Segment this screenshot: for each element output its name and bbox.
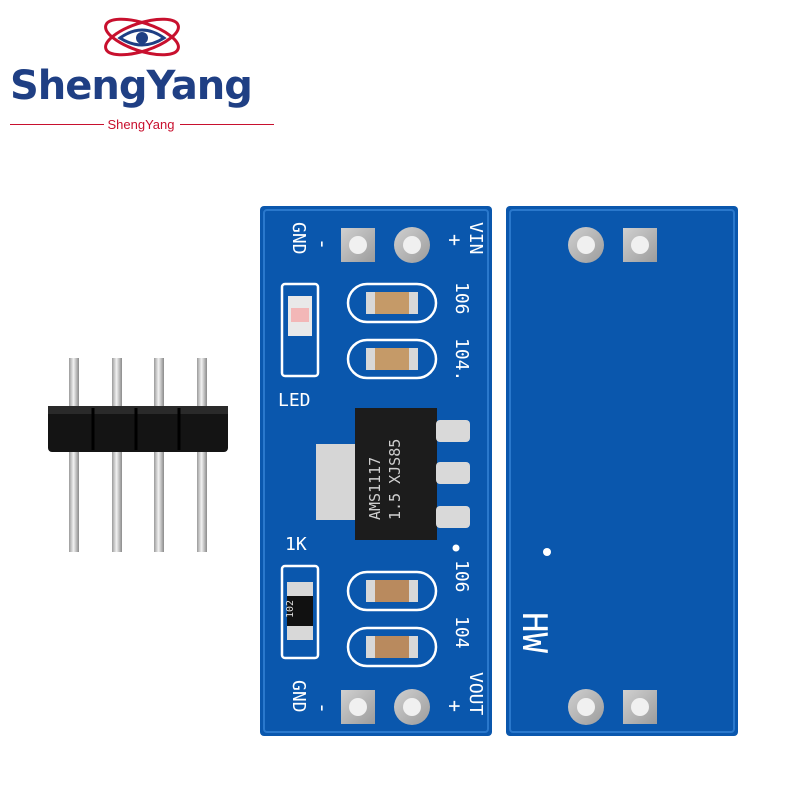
brand-subname: ShengYang [107,117,175,132]
label-plus-bottom: + [443,700,467,712]
regulator-marking-line2: 1.5 XJS85 [386,439,404,520]
brand-divider-left [10,124,104,125]
header-pin [112,358,122,552]
label-vout: VOUT [465,672,486,716]
label-gnd-top: GND [288,222,309,255]
brand-name: ShengYang [10,63,253,109]
capacitor-106-bottom [372,580,412,602]
resistor-code: 102 [285,600,296,618]
label-led: LED [278,390,311,411]
label-gnd-bottom: GND [288,680,309,713]
label-minus-bottom: - [311,702,335,714]
label-cap-104-bottom: 104 [451,616,472,649]
brand-divider-right [180,124,274,125]
brand-logo: ShengYang ShengYang [0,0,290,140]
header-pin [197,358,207,552]
resistor [287,596,313,626]
back-label-hw: HW [514,612,554,653]
module-back: HW [506,206,738,736]
label-vin: VIN [465,222,486,255]
capacitor-104-top [372,348,412,370]
label-cap-106-bottom: 106 [451,560,472,593]
label-plus-top: + [443,234,467,246]
label-resistor: 1K [285,534,307,555]
label-cap-106-top: 106 [451,282,472,315]
back-pcb [506,206,738,736]
capacitor-106-top [372,292,412,314]
eye-orbit-logo-icon [104,17,180,57]
header-pin [69,358,79,552]
label-cap-104-top: 104. [451,338,472,381]
label-minus-top: - [311,238,335,250]
regulator-marking-line1: AMS1117 [366,457,384,520]
regulator-chip [355,408,437,540]
capacitor-104-bottom [372,636,412,658]
led [280,282,320,378]
module-front: GND - VIN + 106 104. LED 1K 106 104 GND … [260,206,492,736]
header-pin [154,358,164,552]
pin-header [48,358,228,552]
